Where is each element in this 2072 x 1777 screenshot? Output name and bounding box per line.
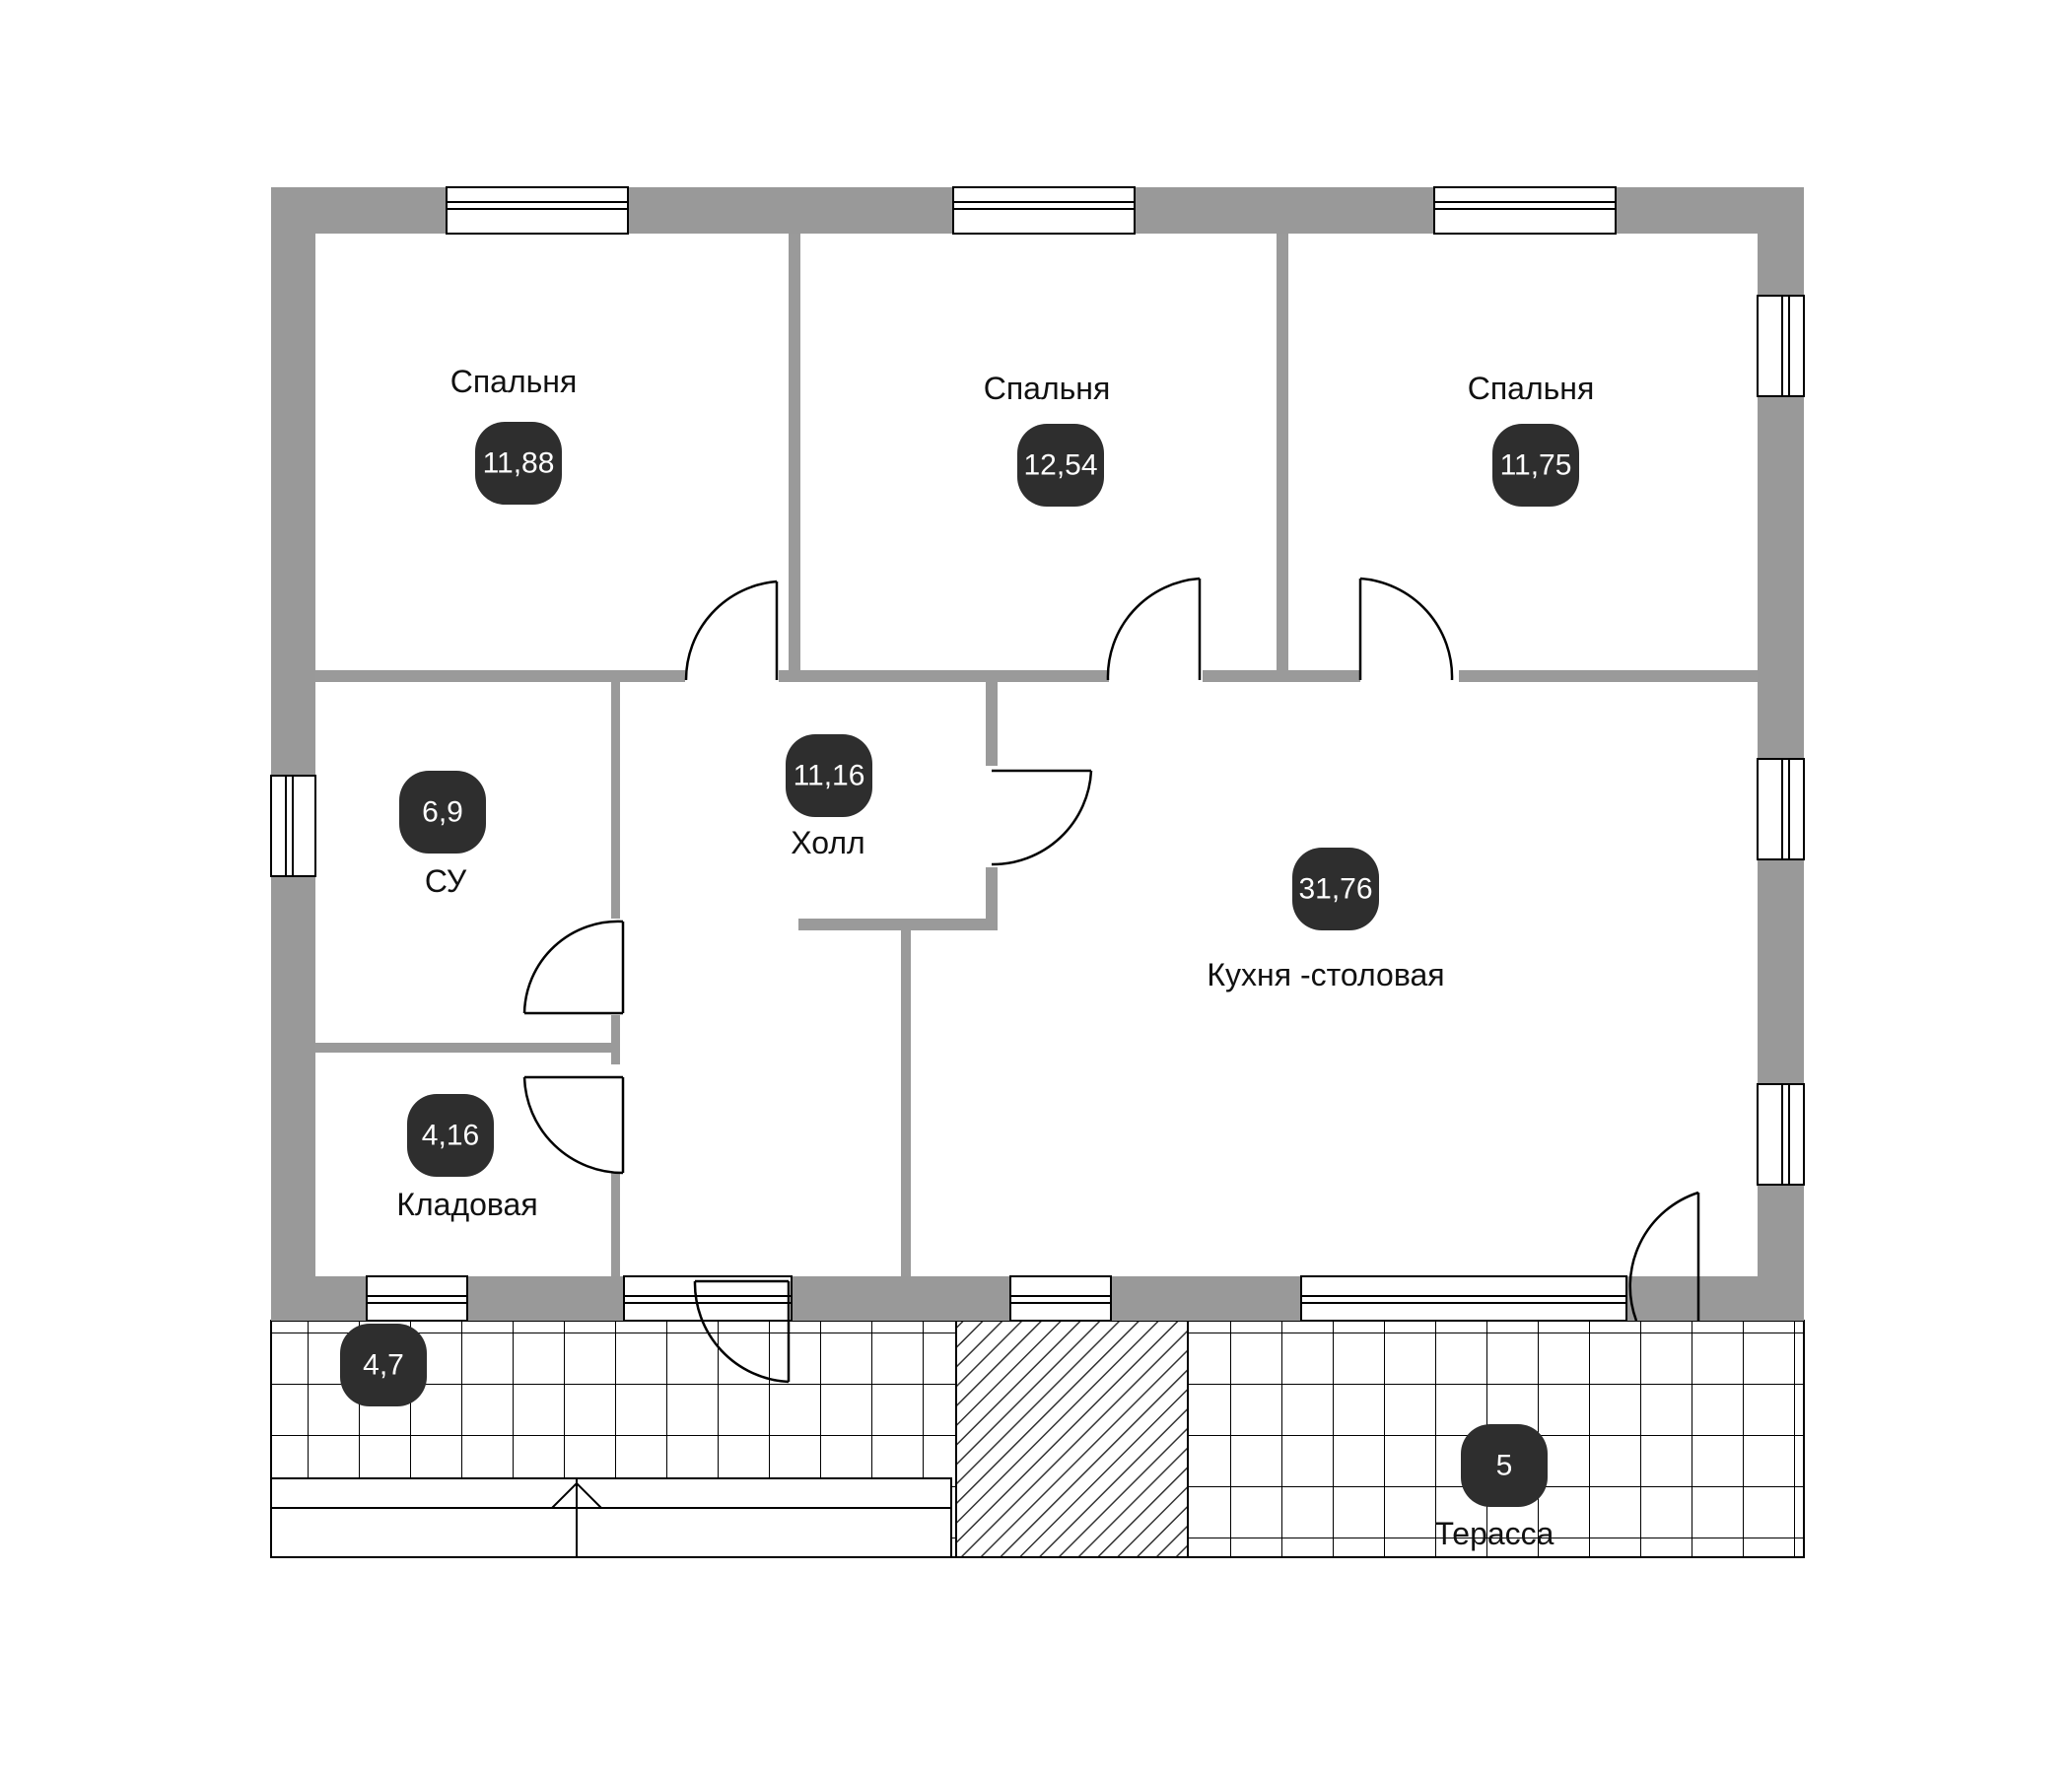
area-badge-terrace: 5 [1461,1424,1548,1507]
partitions [315,234,1758,1276]
svg-text:5: 5 [1496,1450,1513,1482]
area-badge-storage: 4,16 [407,1094,494,1177]
area-badge-hall: 11,16 [786,734,872,817]
room-label-hall: Холл [791,825,864,860]
svg-text:11,16: 11,16 [794,760,865,792]
area-badge-porch: 4,7 [340,1324,427,1406]
room-label-storage: Кладовая [396,1187,537,1222]
area-badge-bedroom-2: 12,54 [1017,424,1104,507]
room-label-kitchen-dining: Кухня -столовая [1207,957,1444,992]
area-badges: 11,88 12,54 11,75 11,16 6,9 4,16 31,76 [340,422,1579,1507]
terrace-floor [270,1320,1805,1558]
svg-text:11,88: 11,88 [483,447,555,480]
outer-walls [271,187,1804,1321]
area-badge-kitchen-dining: 31,76 [1292,848,1379,930]
area-badge-bedroom-1: 11,88 [475,422,562,505]
room-label-terrace: Терасса [1435,1516,1554,1551]
room-label-bathroom: СУ [425,863,467,899]
room-labels: Спальня Спальня Спальня Холл СУ Кладовая… [396,364,1594,1551]
svg-text:4,16: 4,16 [422,1120,479,1152]
svg-text:12,54: 12,54 [1023,449,1097,482]
room-label-bedroom-3: Спальня [1468,371,1595,406]
room-label-bedroom-1: Спальня [450,364,578,399]
svg-text:11,75: 11,75 [1500,449,1572,482]
doors [522,577,1700,1384]
svg-text:31,76: 31,76 [1298,873,1372,906]
room-label-bedroom-2: Спальня [984,371,1111,406]
windows [270,186,1805,1322]
svg-text:4,7: 4,7 [363,1349,404,1382]
area-badge-bedroom-3: 11,75 [1492,424,1579,507]
svg-text:6,9: 6,9 [422,796,463,829]
area-badge-bathroom: 6,9 [399,771,486,854]
